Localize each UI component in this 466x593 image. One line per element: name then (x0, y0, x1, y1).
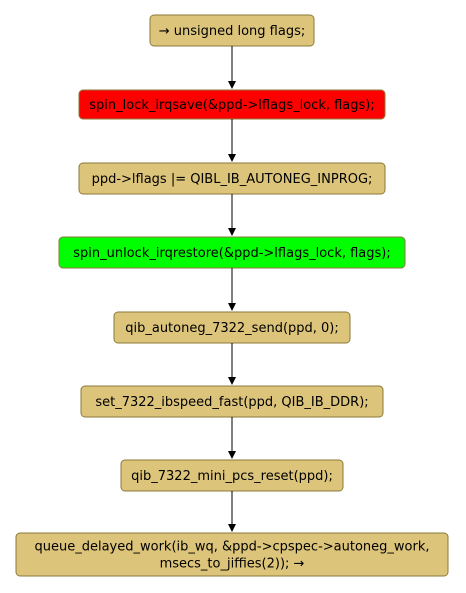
arrow-head-icon (228, 154, 236, 162)
flow-arrow-2 (228, 194, 236, 236)
flow-node-7: queue_delayed_work(ib_wq, &ppd->cpspec->… (15, 532, 449, 577)
arrow-head-icon (228, 377, 236, 385)
flow-node-label: spin_unlock_irqrestore(&ppd->lflags_lock… (73, 246, 391, 261)
flow-arrow-0 (228, 46, 236, 89)
arrow-head-icon (228, 81, 236, 89)
flow-node-label: spin_lock_irqsave(&ppd->lflags_lock, fla… (89, 98, 375, 113)
flow-node-box (15, 532, 449, 577)
flow-arrow-3 (228, 268, 236, 311)
flow-node-3: spin_unlock_irqrestore(&ppd->lflags_lock… (58, 236, 406, 269)
arrow-head-icon (228, 228, 236, 236)
flow-arrow-1 (228, 119, 236, 162)
flow-node-4: qib_autoneg_7322_send(ppd, 0); (113, 311, 351, 344)
flow-node-0: → unsigned long flags; (149, 14, 315, 47)
flow-node-5: set_7322_ibspeed_fast(ppd, QIB_IB_DDR); (80, 385, 384, 418)
flow-node-1: spin_lock_irqsave(&ppd->lflags_lock, fla… (78, 89, 386, 120)
flow-arrow-6 (228, 491, 236, 532)
flow-arrow-4 (228, 343, 236, 385)
flow-node-label: msecs_to_jiffies(2)); → (160, 557, 305, 572)
flow-arrow-5 (228, 417, 236, 459)
flow-node-6: qib_7322_mini_pcs_reset(ppd); (120, 459, 344, 492)
arrow-head-icon (228, 524, 236, 532)
flow-node-label: set_7322_ibspeed_fast(ppd, QIB_IB_DDR); (95, 395, 368, 410)
flow-node-label: qib_7322_mini_pcs_reset(ppd); (131, 469, 333, 484)
flow-node-label: → unsigned long flags; (159, 24, 306, 39)
flow-node-label: queue_delayed_work(ib_wq, &ppd->cpspec->… (34, 540, 429, 555)
arrow-head-icon (228, 451, 236, 459)
flow-node-label: qib_autoneg_7322_send(ppd, 0); (125, 321, 339, 336)
arrow-head-icon (228, 303, 236, 311)
flow-node-2: ppd->lflags |= QIBL_IB_AUTONEG_INPROG; (78, 162, 386, 195)
flow-node-label: ppd->lflags |= QIBL_IB_AUTONEG_INPROG; (92, 172, 373, 187)
